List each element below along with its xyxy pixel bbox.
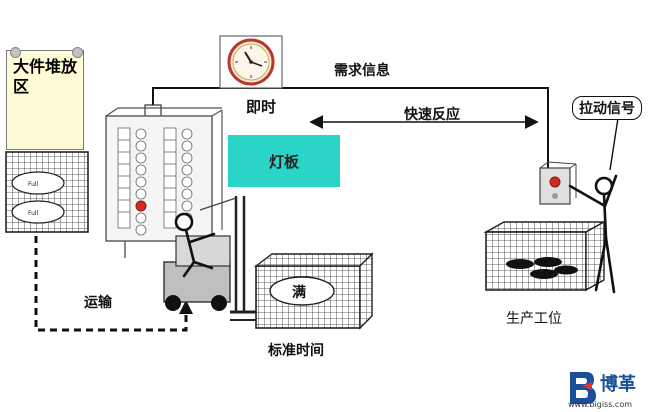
demand-info-label: 需求信息 bbox=[334, 63, 390, 79]
light-board-label: 灯板 bbox=[268, 152, 299, 171]
brand-logo-mark bbox=[570, 372, 596, 404]
bulk-storage-note: 大件堆放区 bbox=[6, 50, 84, 150]
light-board: 灯板 bbox=[228, 135, 340, 187]
pull-signal-callout-line bbox=[609, 117, 619, 171]
svg-text:Full: Full bbox=[28, 210, 39, 217]
bulk-storage-cage: Full Full bbox=[5, 151, 89, 233]
svg-text:Full: Full bbox=[28, 181, 39, 188]
full-label: 满 bbox=[292, 285, 306, 301]
just-in-time-label: 即时 bbox=[246, 98, 277, 116]
quick-response-label: 快速反应 bbox=[404, 107, 460, 123]
pull-signal-box bbox=[539, 161, 577, 205]
production-station-label: 生产工位 bbox=[506, 311, 562, 327]
push-pin-icon bbox=[72, 47, 83, 58]
brand-name: 博革 bbox=[600, 374, 636, 395]
transport-label: 运输 bbox=[84, 295, 112, 311]
brand-logo: 博革 www.bigiss.com bbox=[568, 368, 654, 412]
brand-url: www.bigiss.com bbox=[568, 400, 633, 409]
production-station-cage bbox=[483, 220, 607, 292]
push-pin-icon bbox=[10, 47, 21, 58]
transport-path bbox=[34, 236, 193, 332]
stick-figure-operator bbox=[568, 174, 618, 294]
stick-figure-driver bbox=[174, 212, 216, 278]
pull-signal-label: 拉动信号 bbox=[572, 96, 642, 120]
standard-time-label: 标准时间 bbox=[268, 343, 324, 359]
bulk-storage-label: 大件堆放区 bbox=[13, 57, 78, 96]
clock-icon bbox=[219, 35, 283, 89]
kanban-rack bbox=[105, 107, 223, 258]
full-cage bbox=[253, 252, 374, 330]
